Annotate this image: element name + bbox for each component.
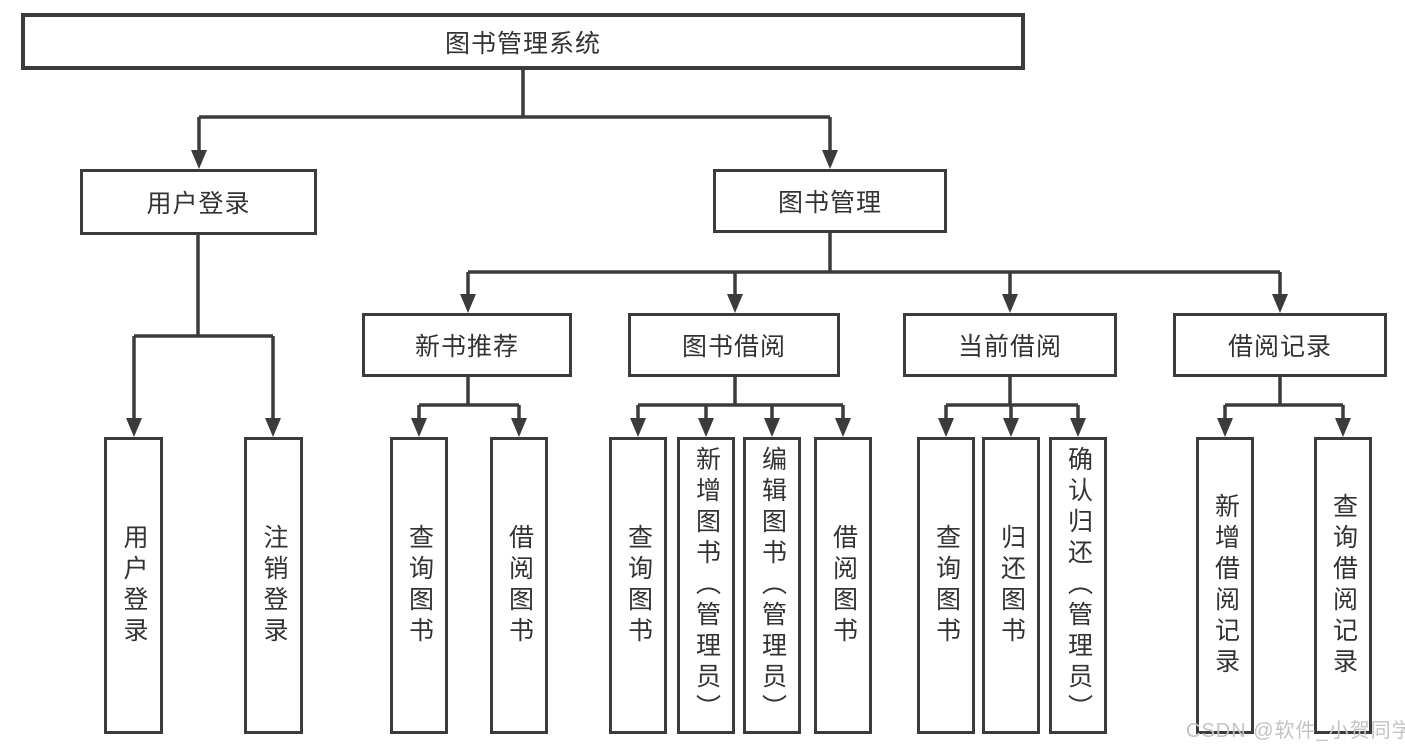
leaf-logout: 注销登录 [244, 437, 303, 734]
leaf-current-query-book: 查询图书 [917, 437, 975, 734]
leaf-current-return-book: 归还图书 [982, 437, 1040, 734]
leaf-current-confirm-return: 确认归还（管理员） [1049, 437, 1107, 734]
leaf-borrow-borrow-book: 借阅图书 [814, 437, 872, 734]
leaf-borrow-add-book: 新增图书（管理员） [677, 437, 735, 734]
csdn-watermark: CSDN @软件_小贺同学 [1186, 720, 1405, 742]
leaf-user-login: 用户登录 [104, 437, 163, 734]
leaf-borrow-query-book: 查询图书 [609, 437, 667, 734]
node-library-management-system: 图书管理系统 [21, 13, 1025, 70]
node-user-login: 用户登录 [80, 169, 317, 235]
node-current-borrow: 当前借阅 [903, 313, 1117, 377]
leaf-newbook-borrow-book: 借阅图书 [490, 437, 548, 734]
node-new-book-recommend: 新书推荐 [362, 313, 572, 377]
node-borrow-record: 借阅记录 [1173, 313, 1387, 377]
leaf-newbook-query-book: 查询图书 [390, 437, 448, 734]
node-book-borrow: 图书借阅 [628, 313, 840, 377]
leaf-record-add-record: 新增借阅记录 [1196, 437, 1254, 734]
node-book-management: 图书管理 [713, 169, 947, 233]
leaf-borrow-edit-book: 编辑图书（管理员） [743, 437, 801, 734]
leaf-record-query-record: 查询借阅记录 [1314, 437, 1372, 734]
